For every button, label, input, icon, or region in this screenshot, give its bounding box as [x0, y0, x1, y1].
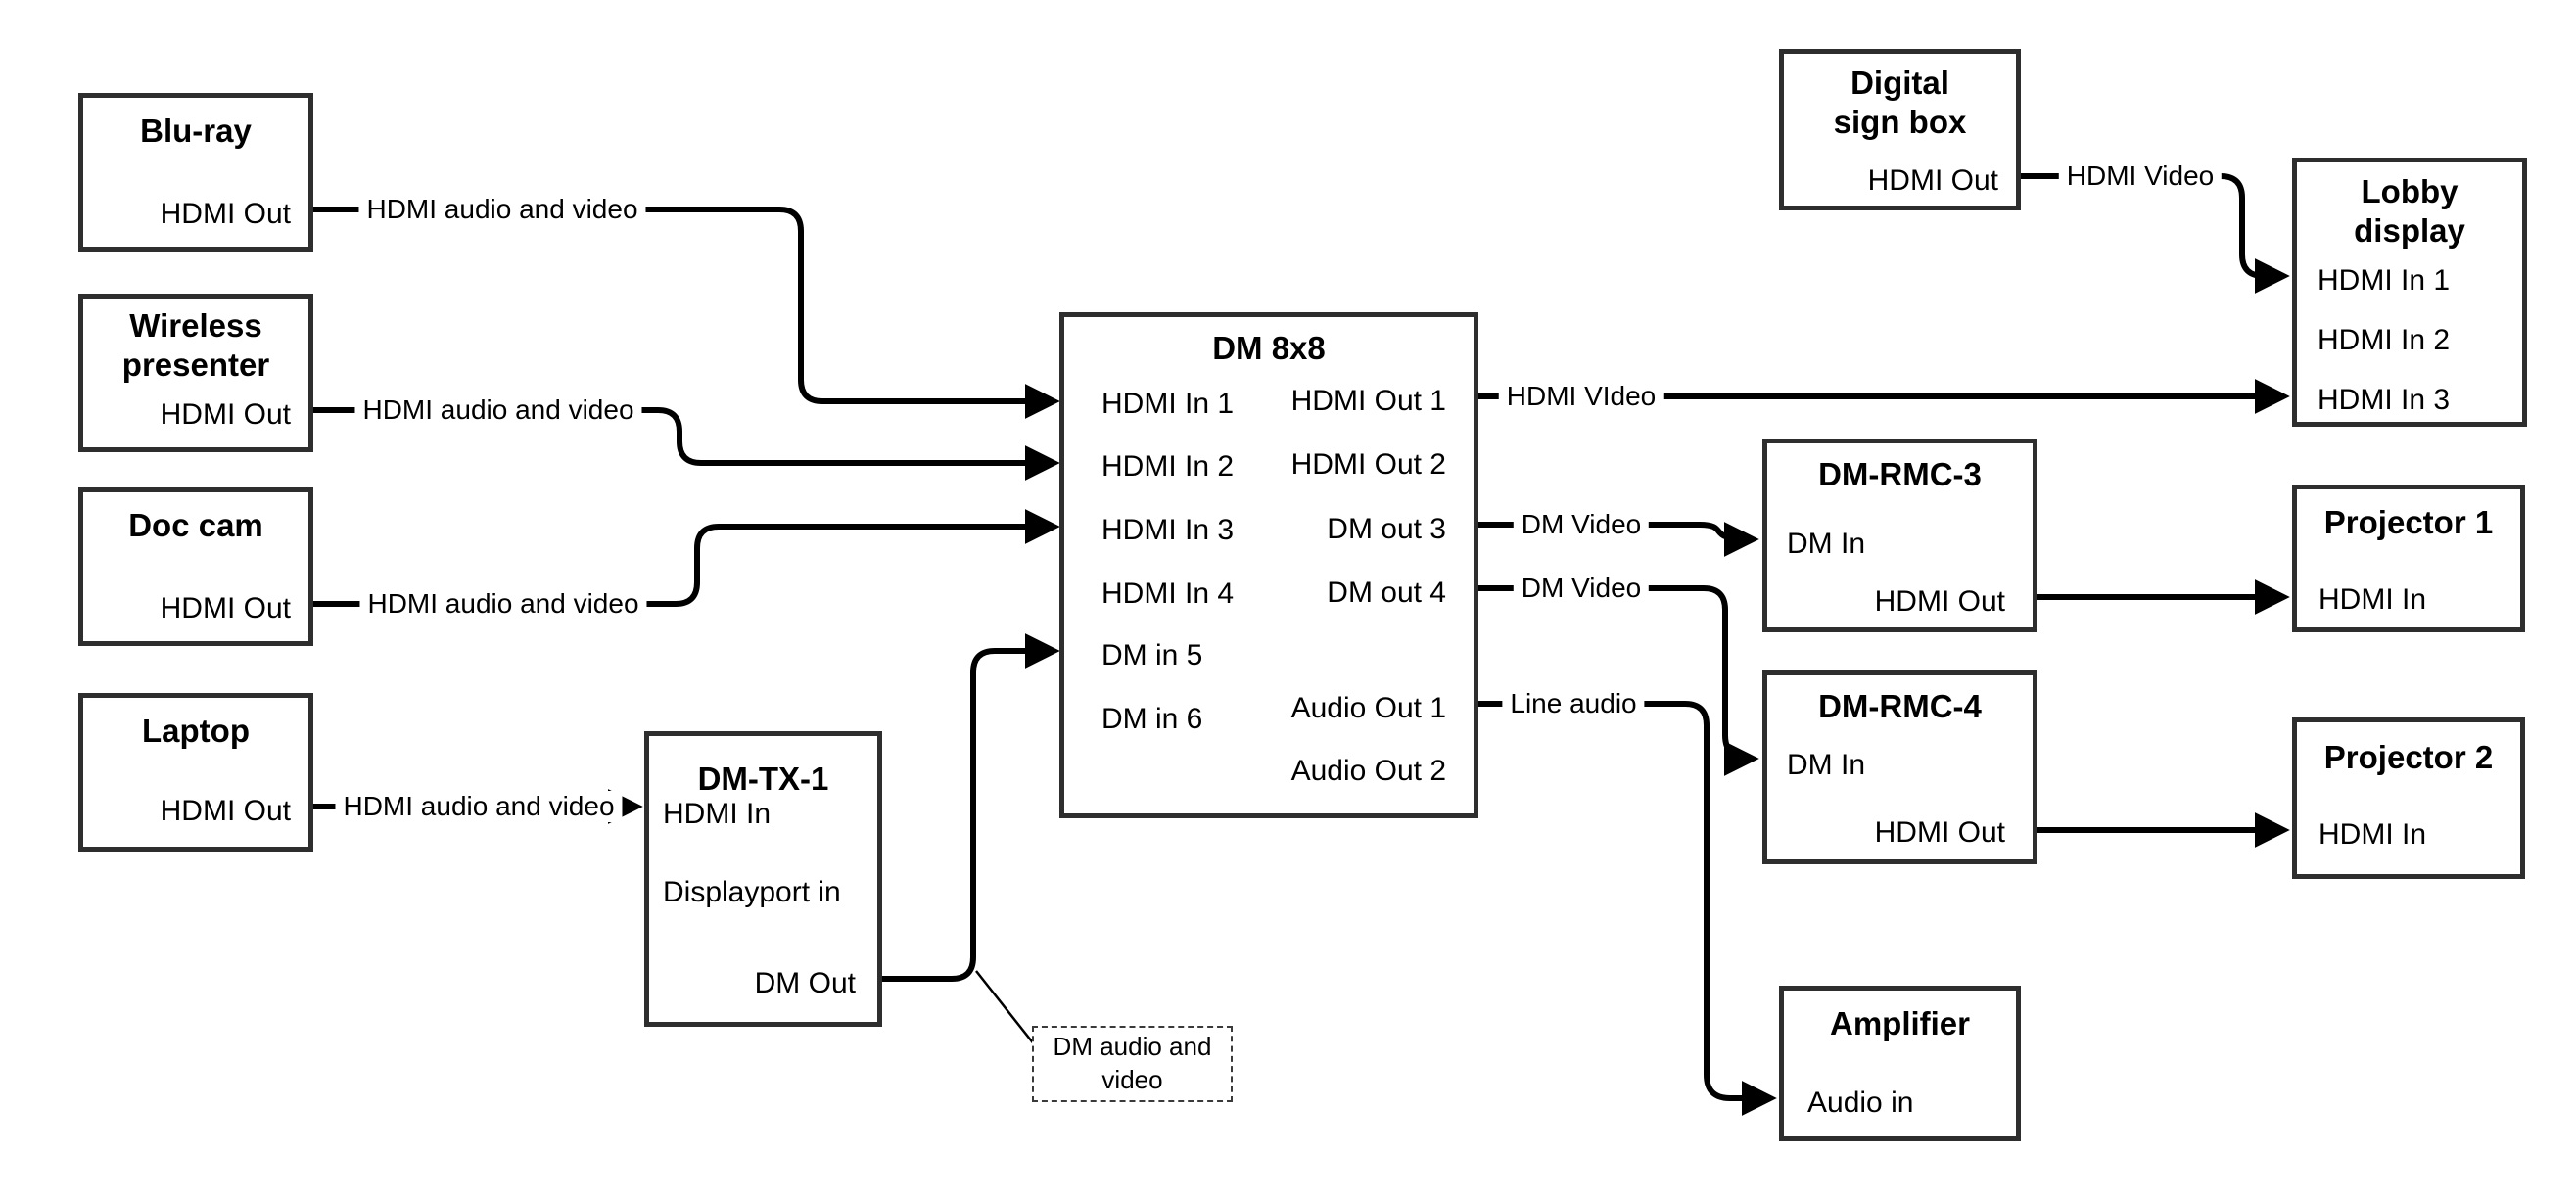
wire-dm8x8-out4-to-dmrmc4	[1478, 585, 1759, 776]
port-dm-out-3: DM out 3	[1327, 513, 1446, 545]
wire-wireless-to-dm8x8-in2	[313, 407, 1060, 481]
wire-label-laptop-link: HDMI audio and video	[335, 791, 623, 822]
node-title: Amplifier	[1829, 1005, 1971, 1041]
node-title: Blu-ray	[140, 113, 252, 149]
annotation-dm-audio-video: DM audio and video	[1032, 1026, 1233, 1102]
port-hdmi-in-4: HDMI In 4	[1101, 577, 1235, 610]
wire-label-dm-out4-link: DM Video	[1513, 573, 1650, 604]
port-hdmi-in: HDMI In	[2318, 818, 2427, 851]
node-projector-1[interactable]: Projector 1 HDMI In	[2292, 485, 2525, 632]
node-title: DM-TX-1	[697, 761, 829, 797]
port-displayport-in: Displayport in	[663, 876, 841, 908]
node-dm-rmc-3[interactable]: DM-RMC-3 DM In HDMI Out	[1762, 439, 2037, 632]
annotation-leader-line	[975, 970, 1036, 1046]
wire-dm8x8-out3-to-dmrmc3	[1478, 521, 1759, 557]
wire-label-digital-sign-link: HDMI Video	[2058, 161, 2223, 192]
node-title: Digital sign box	[1833, 65, 1967, 141]
wire-doccam-to-dm8x8-in3	[313, 509, 1060, 607]
node-projector-2[interactable]: Projector 2 HDMI In	[2292, 717, 2525, 879]
port-audio-out-2: Audio Out 2	[1290, 755, 1446, 787]
port-hdmi-in-1: HDMI In 1	[2318, 264, 2451, 297]
port-hdmi-in: HDMI In	[663, 798, 772, 830]
node-title: Doc cam	[128, 507, 263, 543]
node-title: Projector 1	[2323, 504, 2494, 540]
port-dm-in: DM In	[1787, 749, 1866, 781]
port-dm-out-4: DM out 4	[1327, 577, 1446, 609]
port-dm-in-6: DM in 6	[1101, 703, 1203, 735]
wire-label-dm-out3-link: DM Video	[1513, 509, 1650, 540]
port-hdmi-out: HDMI Out	[1867, 164, 1998, 197]
port-audio-out-1: Audio Out 1	[1290, 692, 1446, 724]
port-hdmi-out: HDMI Out	[1874, 585, 2005, 618]
port-hdmi-out-1: HDMI Out 1	[1290, 385, 1446, 417]
wire-label-bluray-link: HDMI audio and video	[358, 194, 646, 225]
wire-digitalsign-to-lobby-in1	[2021, 173, 2290, 294]
port-hdmi-in-1: HDMI In 1	[1101, 388, 1235, 420]
port-hdmi-out: HDMI Out	[160, 592, 291, 624]
port-hdmi-in-2: HDMI In 2	[2318, 324, 2451, 356]
node-wireless-presenter[interactable]: Wireless presenter HDMI Out	[78, 294, 313, 452]
port-hdmi-out: HDMI Out	[160, 795, 291, 827]
node-title: DM-RMC-3	[1818, 456, 1982, 492]
wire-label-hdmi-out1-link: HDMI VIdeo	[1498, 381, 1664, 412]
node-dm-rmc-4[interactable]: DM-RMC-4 DM In HDMI Out	[1762, 670, 2037, 864]
port-hdmi-out: HDMI Out	[160, 198, 291, 230]
node-lobby-display[interactable]: Lobby display HDMI In 1 HDMI In 2 HDMI I…	[2292, 158, 2527, 427]
node-title: Laptop	[142, 713, 250, 749]
node-dm-8x8[interactable]: DM 8x8 HDMI In 1 HDMI In 2 HDMI In 3 HDM…	[1059, 312, 1478, 818]
node-dm-tx-1[interactable]: DM-TX-1 HDMI In Displayport in DM Out	[644, 731, 882, 1027]
wire-label-wireless-link: HDMI audio and video	[354, 394, 642, 426]
wire-bluray-to-dm8x8-in1	[313, 207, 1060, 419]
node-amplifier[interactable]: Amplifier Audio in	[1779, 986, 2021, 1141]
node-doc-cam[interactable]: Doc cam HDMI Out	[78, 487, 313, 646]
node-title: DM 8x8	[1212, 330, 1326, 366]
port-hdmi-out: HDMI Out	[160, 398, 291, 431]
port-dm-out: DM Out	[754, 967, 856, 999]
port-hdmi-out: HDMI Out	[1874, 816, 2005, 849]
node-title: Lobby display	[2354, 173, 2465, 250]
port-audio-in: Audio in	[1807, 1086, 1914, 1119]
port-hdmi-in-3: HDMI In 3	[1101, 514, 1235, 546]
port-dm-in-5: DM in 5	[1101, 639, 1203, 671]
port-dm-in: DM In	[1787, 528, 1866, 560]
port-hdmi-in-2: HDMI In 2	[1101, 450, 1235, 483]
port-hdmi-out-2: HDMI Out 2	[1290, 448, 1446, 481]
node-digital-sign-box[interactable]: Digital sign box HDMI Out	[1779, 49, 2021, 210]
wire-dm8x8-audio1-to-amplifier	[1478, 701, 1777, 1116]
node-title: DM-RMC-4	[1818, 688, 1982, 724]
port-hdmi-in: HDMI In	[2318, 583, 2427, 616]
wire-label-doccam-link: HDMI audio and video	[359, 588, 647, 620]
wire-dmtx1-to-dm8x8-in5	[882, 633, 1060, 982]
node-laptop[interactable]: Laptop HDMI Out	[78, 693, 313, 852]
port-hdmi-in-3: HDMI In 3	[2318, 384, 2451, 416]
node-bluray[interactable]: Blu-ray HDMI Out	[78, 93, 313, 252]
wire-label-audio-out1-link: Line audio	[1502, 688, 1645, 719]
node-title: Projector 2	[2323, 739, 2494, 775]
node-title: Wireless presenter	[121, 307, 270, 384]
